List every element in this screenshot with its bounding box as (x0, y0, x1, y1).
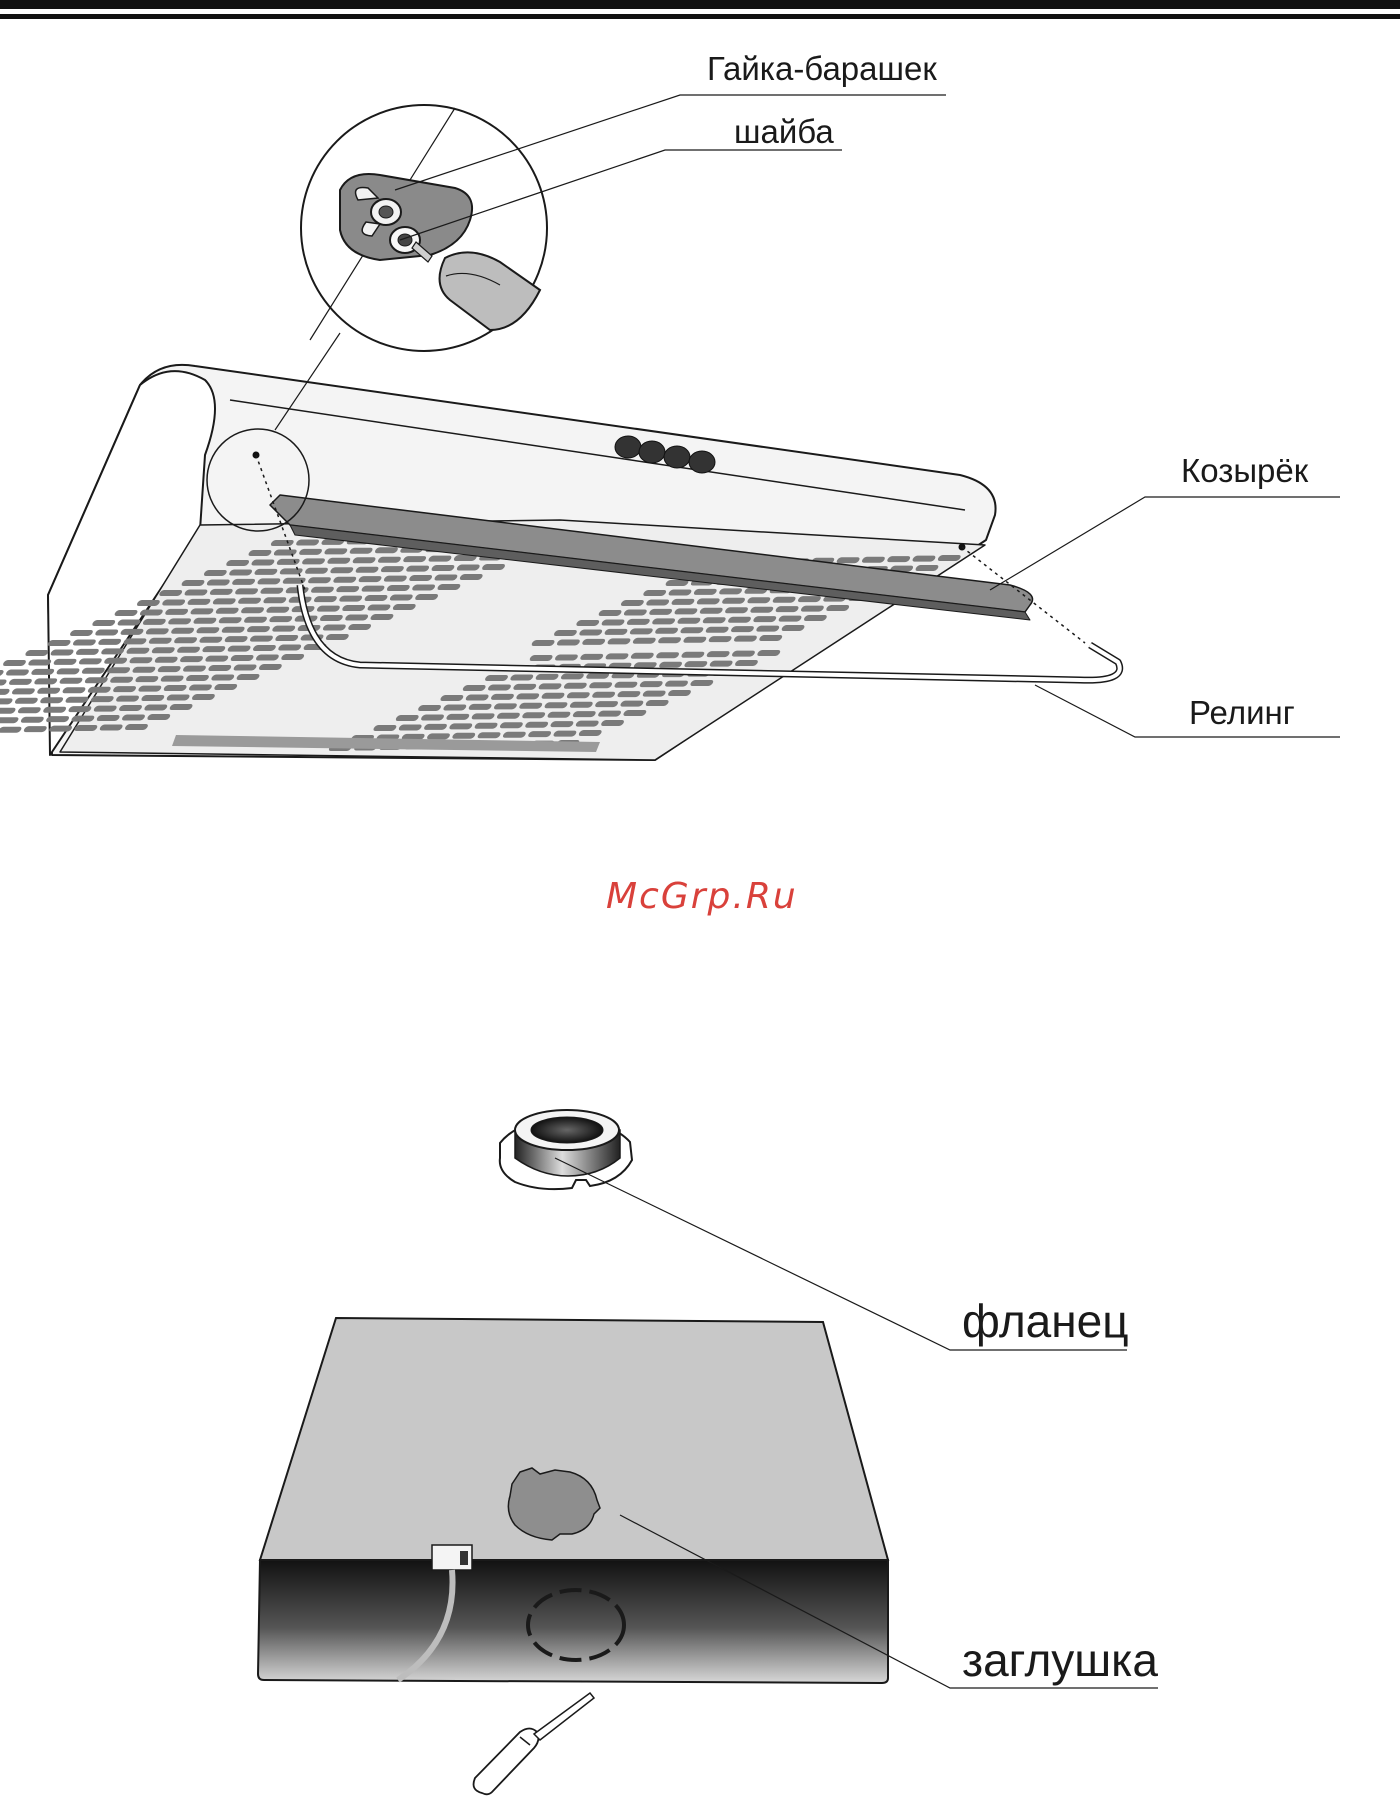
watermark-text: McGrp.Ru (606, 876, 798, 917)
magnifier-detail-icon (301, 105, 547, 351)
range-hood-icon (0, 333, 1120, 760)
label-washer: шайба (734, 113, 834, 151)
top-border (0, 0, 1400, 19)
label-plug: заглушка (962, 1633, 1158, 1687)
label-wing-nut: Гайка-барашек (707, 50, 937, 88)
label-flange: фланец (962, 1294, 1129, 1348)
screwdriver-icon (474, 1693, 594, 1794)
flange-ring-icon (500, 1110, 632, 1189)
hood-body-box-icon (258, 1318, 888, 1683)
label-visor: Козырёк (1181, 452, 1308, 490)
label-railing: Релинг (1189, 694, 1295, 732)
